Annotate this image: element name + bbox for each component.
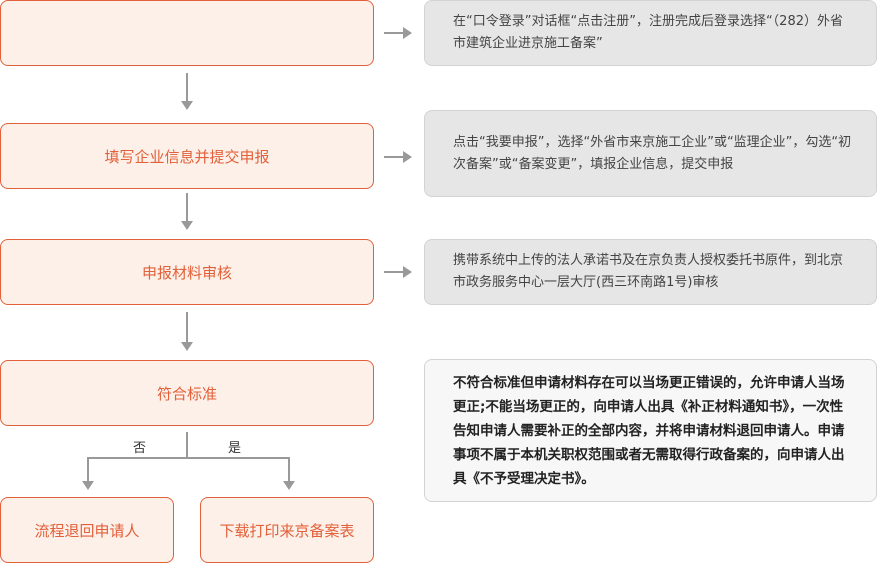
branch-line (288, 457, 290, 481)
step-download-form: 下载打印来京备案表 (200, 497, 374, 563)
arrow-right-icon (403, 27, 412, 39)
arrow-line (186, 312, 188, 342)
label-no: 否 (133, 441, 147, 456)
branch-line (87, 457, 290, 459)
step-review: 申报材料审核 (0, 239, 374, 305)
step-return-applicant: 流程退回申请人 (0, 497, 174, 563)
step-meets-standard: 符合标准 (0, 360, 374, 426)
note-standard: 不符合标准但申请材料存在可以当场更正错误的，允许申请人当场更正;不能当场更正的，… (424, 359, 877, 502)
arrow-right-icon (403, 151, 412, 163)
arrow-down-icon (181, 342, 193, 351)
arrow-line (384, 32, 404, 34)
arrow-down-icon (181, 221, 193, 230)
label-yes: 是 (228, 441, 242, 456)
arrow-down-icon (181, 101, 193, 110)
arrow-line (384, 156, 404, 158)
note-review: 携带系统中上传的法人承诺书及在京负责人授权委托书原件，到北京市政务服务中心一层大… (424, 239, 877, 305)
arrow-line (384, 271, 404, 273)
branch-line (186, 432, 188, 458)
branch-line (87, 457, 89, 481)
step-register (0, 0, 374, 66)
note-fill-info: 点击“我要申报”，选择“外省市来京施工企业”或“监理企业”，勾选“初次备案”或“… (424, 110, 877, 197)
note-register: 在“口令登录”对话框“点击注册”，注册完成后登录选择“（282）外省市建筑企业进… (424, 0, 877, 66)
arrow-line (186, 193, 188, 221)
arrow-line (186, 73, 188, 101)
step-fill-info: 填写企业信息并提交申报 (0, 123, 374, 189)
arrow-right-icon (403, 266, 412, 278)
arrow-down-icon (283, 481, 295, 490)
arrow-down-icon (82, 481, 94, 490)
